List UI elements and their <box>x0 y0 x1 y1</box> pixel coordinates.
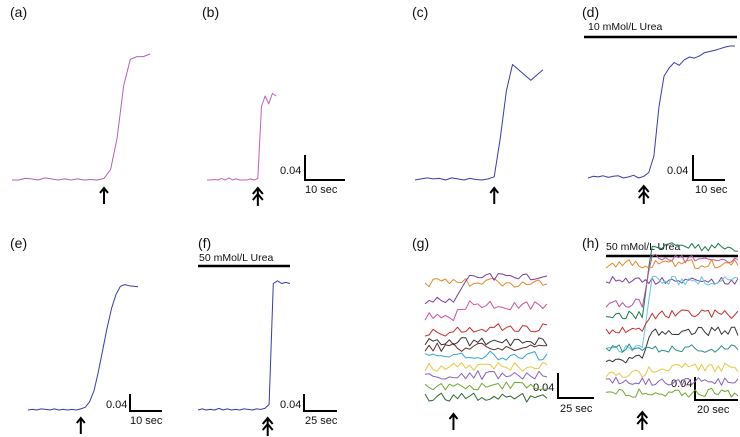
trace-g-8 <box>424 361 548 372</box>
stimulus-marker-f <box>261 416 274 436</box>
scale-x-label-e: 10 sec <box>130 415 163 427</box>
urea-label-h: 50 mMol/L Urea <box>606 241 680 253</box>
trace-d-1 <box>587 45 735 179</box>
panel-label-a: (a) <box>10 4 27 20</box>
trace-f-1 <box>197 280 291 411</box>
panel-label-g: (g) <box>412 235 429 251</box>
scale-bar-f: 0.04 25 sec <box>280 394 338 427</box>
trace-g-11 <box>424 392 548 403</box>
stimulus-marker-d <box>637 184 650 204</box>
trace-g-3 <box>424 300 548 322</box>
trace-b-1 <box>207 92 277 181</box>
trace-h-3 <box>605 259 739 269</box>
scale-y-label-g: 0.04 <box>533 382 554 394</box>
scale-x-label-g: 25 sec <box>560 403 593 415</box>
urea-label-d: 10 mMol/L Urea <box>588 21 662 33</box>
scale-y-label-e: 0.04 <box>106 399 127 411</box>
scale-y-label-d: 0.04 <box>667 165 688 177</box>
stimulus-marker-e <box>76 416 86 434</box>
trace-g-9 <box>424 370 548 380</box>
panel-label-b: (b) <box>202 4 219 20</box>
trace-g-2 <box>424 273 548 305</box>
trace-g-6 <box>424 342 548 352</box>
panel-label-d: (d) <box>582 4 599 20</box>
scale-y-label-f: 0.04 <box>280 399 301 411</box>
stimulus-markers-layer <box>76 184 650 436</box>
trace-g-5 <box>424 337 548 347</box>
trace-g-10 <box>424 381 548 391</box>
trace-c-1 <box>414 64 544 181</box>
stimulus-marker-c <box>489 186 500 204</box>
trace-h-8 <box>605 343 739 353</box>
scale-y-label-b: 0.04 <box>280 165 301 177</box>
stimulus-marker-g <box>448 412 459 430</box>
stimulus-marker-b <box>252 186 264 206</box>
urea-label-f: 50 mMol/L Urea <box>199 252 273 264</box>
trace-h-5 <box>605 275 739 353</box>
trace-h-10 <box>605 376 739 387</box>
trace-h-9 <box>605 362 739 378</box>
scale-bar-b: 0.04 10 sec <box>280 155 345 196</box>
traces-layer <box>12 45 739 411</box>
scale-bar-e: 0.04 10 sec <box>106 394 163 427</box>
trace-g-1 <box>424 277 548 288</box>
trace-h-7 <box>605 326 739 364</box>
stimulus-marker-h <box>636 410 649 430</box>
trace-h-6 <box>605 309 739 335</box>
panel-label-f: (f) <box>198 235 211 251</box>
scale-x-label-b: 10 sec <box>305 184 338 196</box>
scale-x-label-d: 10 sec <box>695 184 728 196</box>
trace-h-11 <box>605 387 739 398</box>
scale-x-label-f: 25 sec <box>305 415 338 427</box>
panel-label-h: (h) <box>582 235 599 251</box>
trace-g-4 <box>424 323 548 337</box>
panel-label-e: (e) <box>10 235 27 251</box>
stimulus-marker-a <box>99 186 109 204</box>
scale-bar-g: 0.04 25 sec <box>533 373 594 415</box>
panel-label-c: (c) <box>412 4 428 20</box>
trace-a-1 <box>12 53 151 181</box>
scale-x-label-h: 20 sec <box>697 404 730 416</box>
trace-h-1 <box>605 242 739 320</box>
trace-e-1 <box>27 284 139 411</box>
trace-g-7 <box>424 350 548 361</box>
scale-bar-d: 0.04 10 sec <box>667 155 728 196</box>
